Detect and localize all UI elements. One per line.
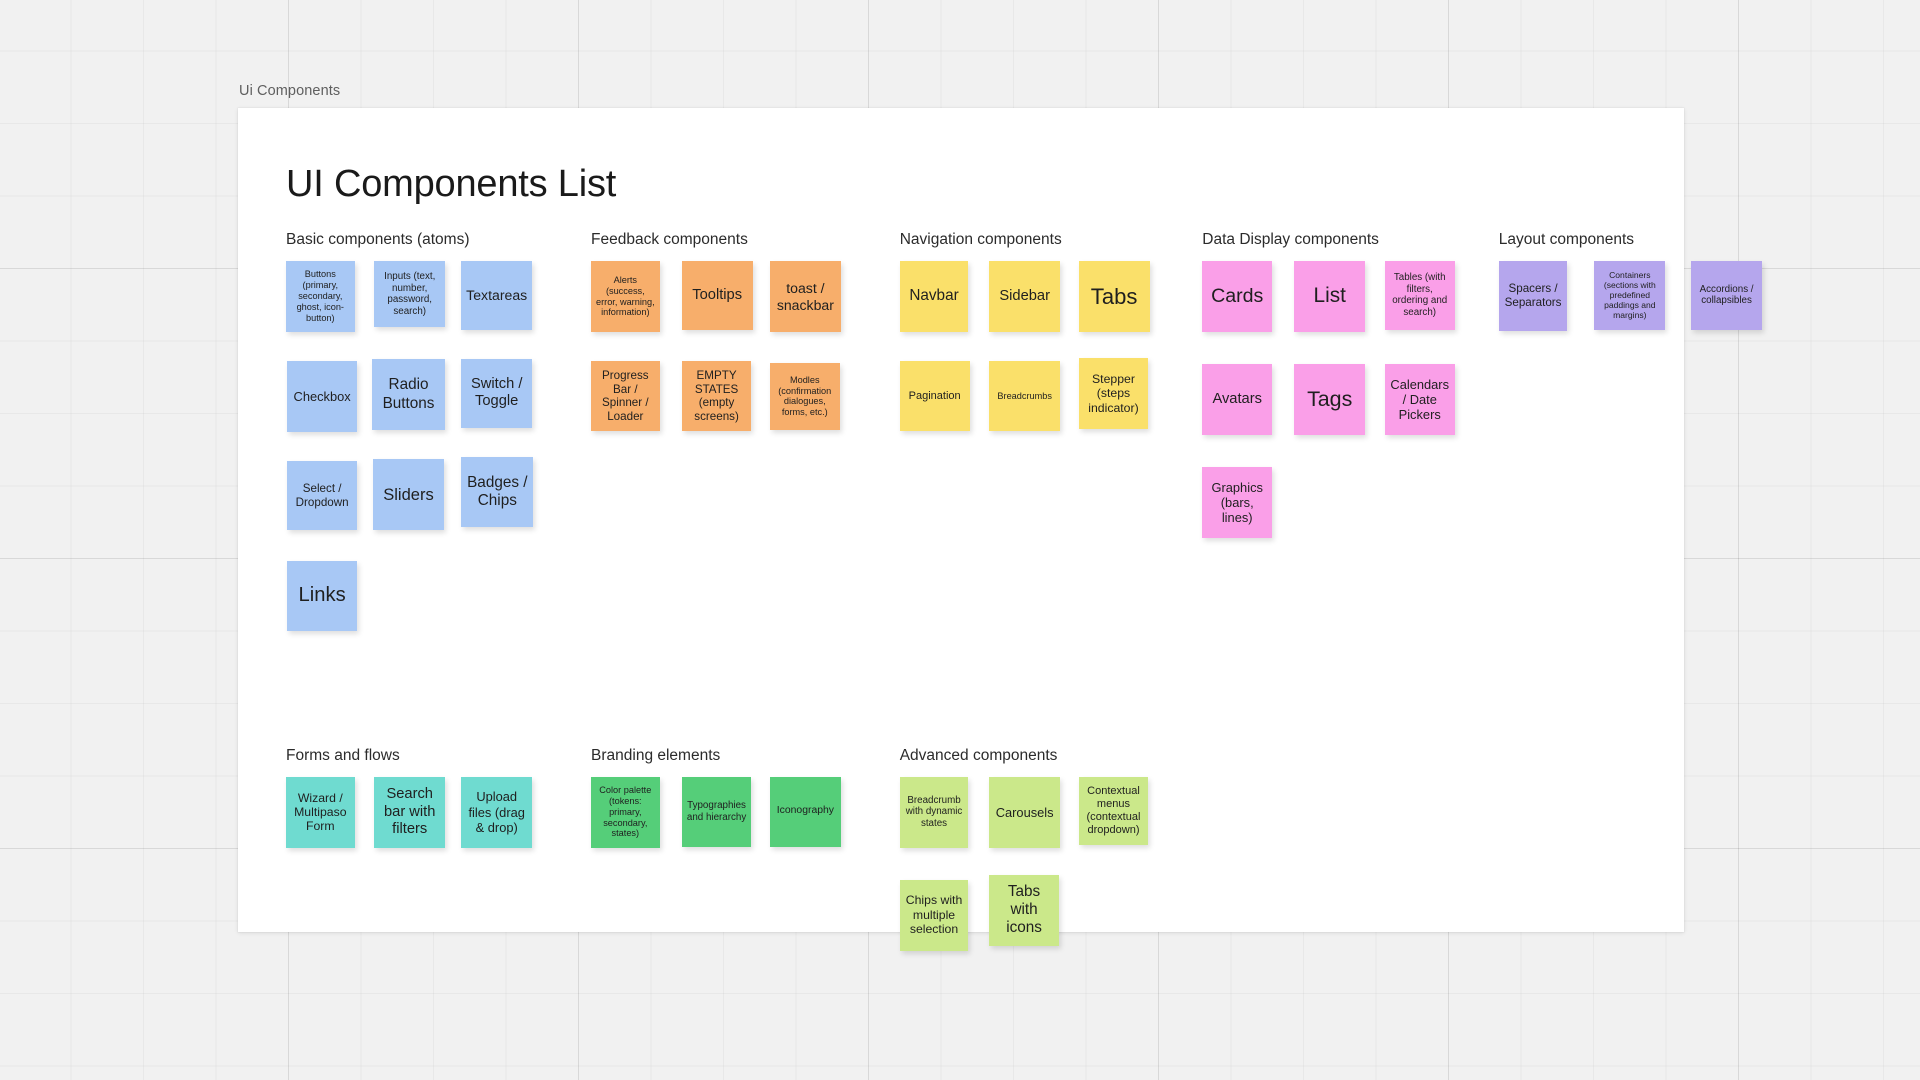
sticky-note[interactable]: Badges / Chips: [461, 457, 534, 527]
sticky-note-label: Iconography: [776, 805, 835, 817]
sticky-note[interactable]: Links: [287, 561, 358, 631]
sticky-note-label: Breadcrumbs: [997, 390, 1052, 401]
sticky-note[interactable]: Wizard / Multipaso Form: [286, 776, 355, 848]
sticky-note-label: Calendars / Date Pickers: [1390, 376, 1450, 422]
whiteboard-frame[interactable]: UI Components List Basic components (ato…: [238, 108, 1763, 951]
sticky-note-label: Color palette (tokens: primary, secondar…: [599, 785, 652, 839]
sticky-note-label: Breadcrumb with dynamic states: [905, 794, 963, 830]
sticky-note-label: Pagination: [908, 389, 961, 402]
sticky-note[interactable]: Accordions / collapsibles: [1691, 261, 1763, 330]
sticky-note[interactable]: Carousels: [989, 776, 1061, 848]
sticky-note-label: Stepper (steps indicator): [1088, 371, 1139, 415]
sticky-note[interactable]: Tooltips: [681, 261, 753, 330]
sticky-note[interactable]: Breadcrumbs: [989, 361, 1061, 432]
sticky-note[interactable]: Navbar: [899, 261, 969, 333]
sticky-note[interactable]: Inputs (text, number, password, search): [374, 261, 446, 328]
sticky-note[interactable]: Pagination: [899, 361, 970, 432]
sticky-note-label: Modles (confirmation dialogues, forms, e…: [778, 374, 832, 418]
group-title: Layout components: [1498, 231, 1635, 248]
sticky-note[interactable]: Typographies and hierarchy: [681, 776, 752, 847]
sticky-note-label: Sliders: [383, 485, 434, 505]
sticky-note-label: Wizard / Multipaso Form: [294, 790, 347, 834]
sticky-note-label: Links: [298, 584, 346, 607]
sticky-note-label: Inputs (text, number, password, search): [384, 270, 436, 317]
sticky-note-label: Carousels: [995, 804, 1054, 820]
sticky-note[interactable]: EMPTY STATES (empty screens): [681, 361, 752, 432]
sticky-note[interactable]: Radio Buttons: [371, 359, 446, 431]
sticky-note[interactable]: Graphics (bars, lines): [1202, 466, 1273, 538]
sticky-note-label: Navbar: [909, 287, 959, 305]
sticky-note-label: Graphics (bars, lines): [1211, 479, 1263, 525]
sticky-note-label: Spacers / Separators: [1504, 282, 1562, 309]
sticky-note-label: Contextual menus (contextual dropdown): [1086, 784, 1141, 837]
sticky-note[interactable]: Color palette (tokens: primary, secondar…: [591, 776, 660, 848]
sticky-note-label: Chips with multiple selection: [905, 893, 963, 937]
group-title: Forms and flows: [286, 746, 400, 764]
sticky-note[interactable]: Switch / Toggle: [461, 359, 533, 428]
sticky-note[interactable]: Upload files (drag & drop): [461, 776, 533, 848]
sticky-note[interactable]: Spacers / Separators: [1498, 261, 1568, 331]
sticky-note[interactable]: Alerts (success, error, warning, informa…: [591, 261, 660, 333]
sticky-note-label: toast / snackbar: [776, 279, 834, 313]
sticky-note[interactable]: Cards: [1202, 261, 1273, 333]
sticky-note[interactable]: Select / Dropdown: [287, 460, 358, 531]
group-title: Feedback components: [591, 231, 748, 248]
group-title: Navigation components: [899, 231, 1062, 248]
sticky-note[interactable]: Containers (sections with predefined pad…: [1594, 261, 1666, 330]
sticky-note[interactable]: Checkbox: [287, 361, 358, 433]
sticky-note[interactable]: Sidebar: [989, 261, 1061, 333]
page-title: UI Components List: [286, 163, 617, 205]
sticky-note-label: Sidebar: [999, 287, 1050, 304]
sticky-note[interactable]: Textareas: [461, 261, 533, 330]
sticky-note[interactable]: Stepper (steps indicator): [1078, 357, 1149, 429]
sticky-note[interactable]: Chips with multiple selection: [899, 879, 969, 951]
sticky-note-label: Buttons (primary, secondary, ghost, icon…: [296, 269, 344, 323]
sticky-note[interactable]: Tables (with filters, ordering and searc…: [1384, 261, 1455, 330]
sticky-note-label: Radio Buttons: [382, 376, 435, 412]
sticky-note[interactable]: Buttons (primary, secondary, ghost, icon…: [286, 261, 355, 333]
sticky-note-label: Tags: [1307, 386, 1353, 411]
sticky-note[interactable]: Progress Bar / Spinner / Loader: [591, 361, 660, 432]
sticky-note-label: Containers (sections with predefined pad…: [1603, 270, 1656, 321]
sticky-note[interactable]: Tabs with icons: [989, 874, 1059, 946]
sticky-note[interactable]: Breadcrumb with dynamic states: [899, 776, 969, 848]
sticky-note-label: Tabs with icons: [1006, 883, 1042, 937]
sticky-note[interactable]: Iconography: [769, 776, 841, 847]
sticky-note-label: Cards: [1211, 284, 1264, 307]
sticky-note-label: Tooltips: [692, 286, 743, 303]
sticky-note[interactable]: Tags: [1294, 363, 1366, 435]
group-title: Branding elements: [591, 746, 721, 764]
sticky-note-label: Typographies and hierarchy: [686, 800, 747, 823]
sticky-note-label: Search bar with filters: [383, 786, 436, 837]
sticky-note[interactable]: Calendars / Date Pickers: [1384, 363, 1455, 435]
group-title: Data Display components: [1202, 231, 1379, 248]
sticky-note-label: Avatars: [1212, 390, 1262, 407]
sticky-note-label: Checkbox: [293, 389, 351, 405]
frame-label[interactable]: Ui Components: [239, 83, 341, 99]
sticky-note-label: Accordions / collapsibles: [1699, 283, 1754, 307]
sticky-note-label: Alerts (success, error, warning, informa…: [596, 274, 655, 318]
sticky-note[interactable]: toast / snackbar: [769, 261, 841, 333]
group-title: Advanced components: [899, 746, 1058, 764]
sticky-note[interactable]: Search bar with filters: [374, 776, 446, 848]
sticky-note-label: Badges / Chips: [467, 473, 528, 509]
group-title: Basic components (atoms): [286, 231, 470, 248]
sticky-note-label: Select / Dropdown: [295, 481, 349, 509]
sticky-note[interactable]: Avatars: [1202, 363, 1273, 435]
sticky-note-label: Tabs: [1090, 283, 1138, 309]
sticky-note-label: Textareas: [466, 286, 528, 303]
sticky-note-label: Progress Bar / Spinner / Loader: [602, 368, 649, 424]
sticky-note[interactable]: Contextual menus (contextual dropdown): [1078, 776, 1149, 846]
sticky-note-label: Tables (with filters, ordering and searc…: [1392, 272, 1448, 318]
sticky-note[interactable]: List: [1294, 261, 1366, 333]
sticky-note-label: EMPTY STATES (empty screens): [694, 368, 739, 424]
sticky-note[interactable]: Tabs: [1078, 261, 1150, 333]
sticky-note-label: Upload files (drag & drop): [468, 789, 525, 835]
sticky-note-label: List: [1313, 284, 1346, 308]
sticky-note[interactable]: Modles (confirmation dialogues, forms, e…: [769, 362, 840, 431]
sticky-note[interactable]: Sliders: [372, 459, 445, 531]
sticky-note-label: Switch / Toggle: [470, 375, 523, 410]
